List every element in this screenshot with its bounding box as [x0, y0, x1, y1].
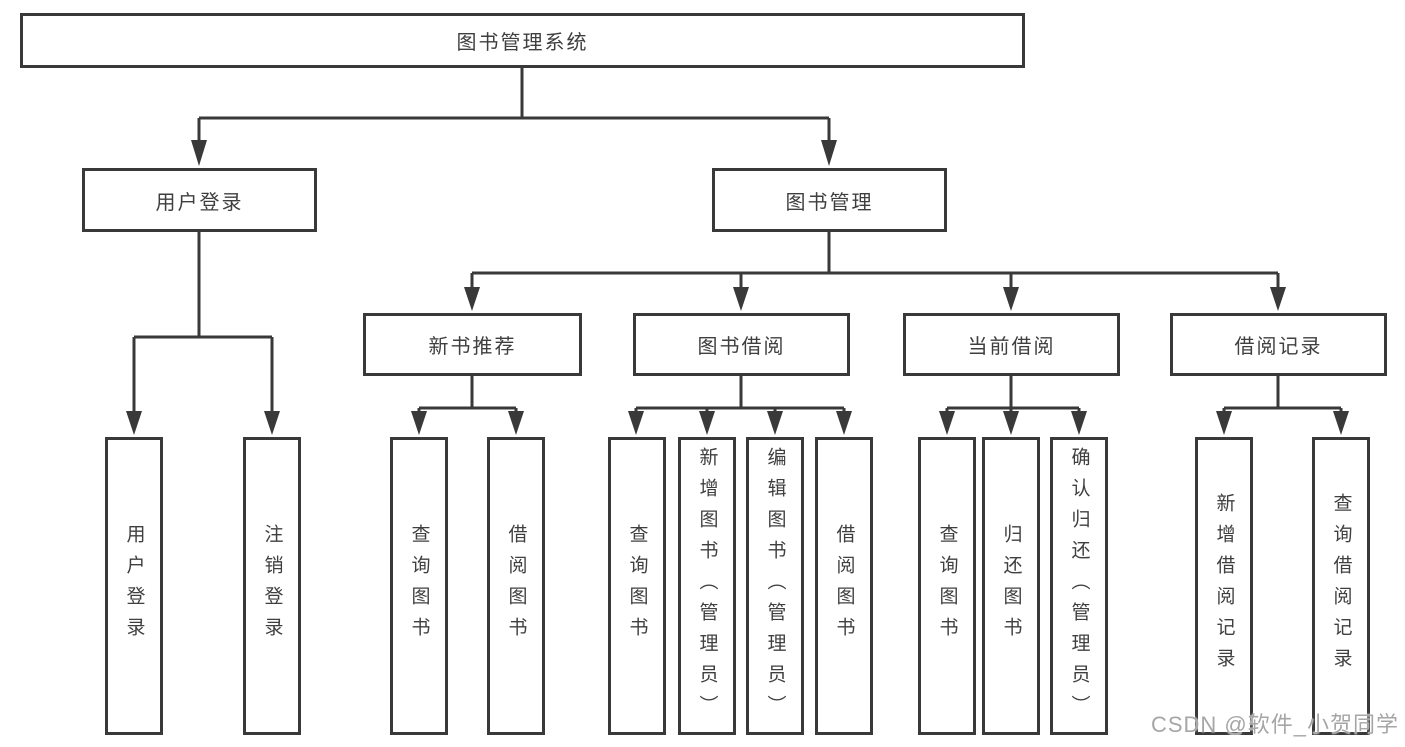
leaf-cb-confirm-return-admin-label: 确认归还（管理员）: [1068, 446, 1090, 726]
node-book-borrow-label: 图书借阅: [697, 336, 786, 358]
node-user-login-label: 用户登录: [155, 191, 244, 214]
node-root-label: 图书管理系统: [456, 32, 589, 54]
node-new-book-recommend-label: 新书推荐: [428, 336, 517, 358]
leaf-rec-query-books-label: 查询图书: [408, 524, 430, 648]
leaf-bb-borrow-books: 借阅图书: [815, 437, 873, 735]
leaf-rec-borrow-books-label: 借阅图书: [505, 524, 527, 648]
leaf-cb-return-books-label: 归还图书: [1000, 524, 1022, 648]
leaf-bb-query-books-label: 查询图书: [626, 524, 648, 648]
node-borrow-records: 借阅记录: [1170, 313, 1387, 376]
leaf-cb-query-books: 查询图书: [918, 437, 976, 735]
leaf-user-login-label: 用户登录: [123, 524, 145, 648]
node-book-management: 图书管理: [712, 168, 947, 232]
leaf-bb-borrow-books-label: 借阅图书: [833, 524, 855, 648]
node-current-borrow-label: 当前借阅: [967, 336, 1056, 358]
leaf-bb-edit-books-admin: 编辑图书（管理员）: [746, 437, 804, 735]
node-borrow-records-label: 借阅记录: [1234, 336, 1323, 358]
leaf-bb-add-books-admin: 新增图书（管理员）: [678, 437, 736, 735]
leaf-rec-borrow-books: 借阅图书: [487, 437, 545, 735]
leaf-logout-label: 注销登录: [261, 524, 283, 648]
leaf-br-query-record: 查询借阅记录: [1312, 437, 1370, 735]
leaf-br-query-record-label: 查询借阅记录: [1330, 493, 1352, 679]
node-book-borrow: 图书借阅: [633, 313, 850, 376]
leaf-cb-return-books: 归还图书: [982, 437, 1040, 735]
leaf-cb-confirm-return-admin: 确认归还（管理员）: [1050, 437, 1108, 735]
leaf-logout: 注销登录: [243, 437, 301, 735]
node-user-login: 用户登录: [82, 168, 317, 232]
leaf-user-login: 用户登录: [105, 437, 163, 735]
node-root: 图书管理系统: [20, 13, 1025, 68]
node-book-management-label: 图书管理: [785, 191, 874, 214]
leaf-br-add-record: 新增借阅记录: [1195, 437, 1253, 735]
leaf-br-add-record-label: 新增借阅记录: [1213, 493, 1235, 679]
leaf-bb-edit-books-admin-label: 编辑图书（管理员）: [764, 446, 786, 726]
node-new-book-recommend: 新书推荐: [363, 313, 582, 376]
leaf-rec-query-books: 查询图书: [390, 437, 448, 735]
leaf-bb-add-books-admin-label: 新增图书（管理员）: [696, 446, 718, 726]
node-current-borrow: 当前借阅: [903, 313, 1120, 376]
csdn-watermark: CSDN @软件_小贺同学: [1150, 712, 1399, 737]
leaf-cb-query-books-label: 查询图书: [936, 524, 958, 648]
leaf-bb-query-books: 查询图书: [608, 437, 666, 735]
